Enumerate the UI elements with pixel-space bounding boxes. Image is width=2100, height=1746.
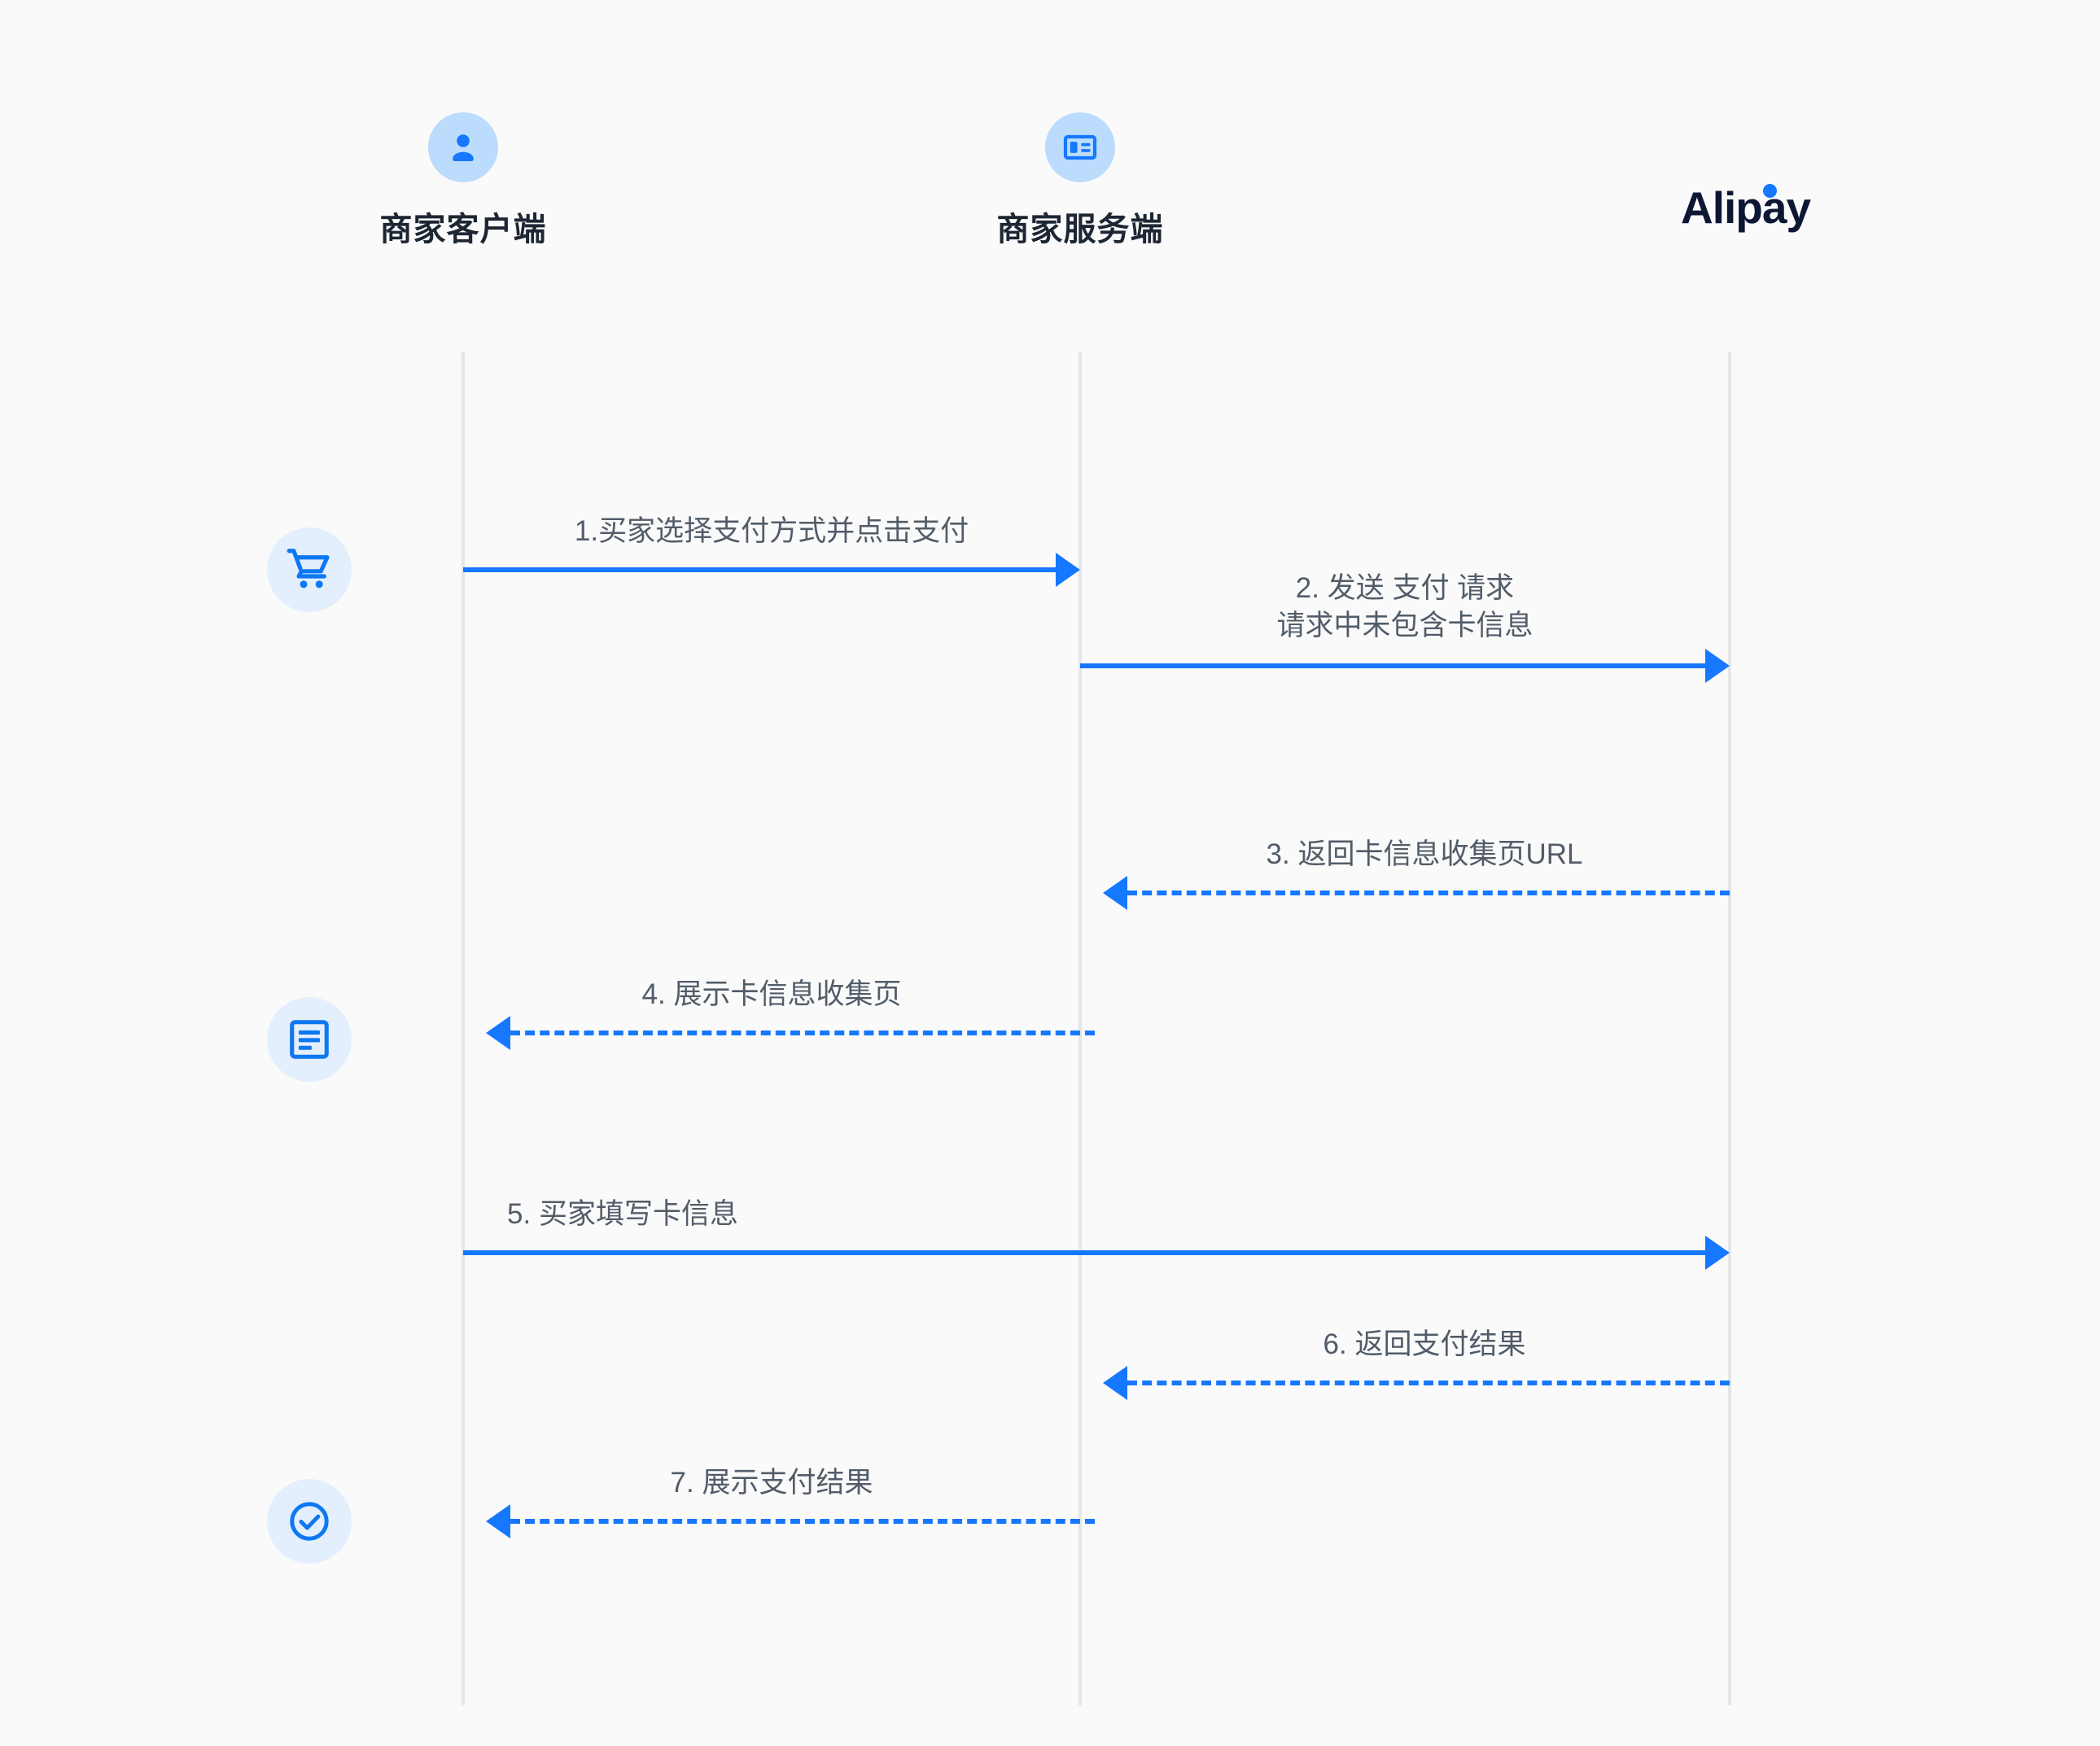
message-2-line-1: 2. 发送 支付 请求 [1295,572,1515,604]
message-1-line-1: 1.买家选择支付方式并点击支付 [574,515,969,547]
message-4-label: 4. 展示卡信息收集页 [642,976,902,1013]
message-5-label: 5. 买家填写卡信息 [507,1196,738,1233]
alipay-logo-dot [1763,184,1777,198]
check-circle-icon [267,1479,352,1564]
actor-merchant-client: 商家客户端 [219,112,707,246]
message-4-line [510,1031,1095,1035]
message-6-label: 6. 返回支付结果 [1323,1326,1526,1363]
message-7-label: 7. 展示支付结果 [671,1464,873,1502]
alipay-logo: Alipay [1681,184,1811,230]
message-5-line-1: 5. 买家填写卡信息 [507,1198,738,1230]
message-7-arrowhead [486,1504,510,1538]
message-4-arrowhead [486,1016,510,1050]
message-5-arrowhead [1705,1236,1730,1270]
message-3-line [1127,891,1730,895]
message-3-line-1: 3. 返回卡信息收集页URL [1266,838,1583,870]
message-6-arrowhead [1103,1366,1127,1400]
message-1-label: 1.买家选择支付方式并点击支付 [575,513,969,550]
message-2-line [1080,663,1705,668]
user-icon [428,112,498,182]
actor-merchant-server: 商家服务端 [836,112,1324,246]
message-1-line [463,567,1056,572]
actor-label: 商家客户端 [379,212,547,247]
message-3-arrowhead [1103,876,1127,910]
lifeline-merchant-client [462,352,465,1705]
document-form-icon [267,997,352,1082]
message-7-line-1: 7. 展示支付结果 [670,1467,873,1499]
message-6-line [1127,1381,1730,1385]
message-1-arrowhead [1056,553,1080,587]
id-card-icon [1045,112,1115,182]
lifeline-merchant-server [1078,352,1082,1705]
message-4-line-1: 4. 展示卡信息收集页 [641,978,902,1010]
shopping-cart-icon [267,527,352,612]
message-7-line [510,1519,1095,1524]
message-3-label: 3. 返回卡信息收集页URL [1267,836,1583,873]
message-2-line-2: 请求中未包含卡信息 [1276,610,1533,642]
actor-label: 商家服务端 [996,212,1164,247]
message-2-arrowhead [1705,649,1730,683]
alipay-wordmark: Alipay [1681,182,1811,233]
message-2-label: 2. 发送 支付 请求 请求中未包含卡信息 [1276,570,1533,645]
lifeline-alipay [1728,352,1731,1705]
message-5-line [463,1250,1705,1255]
message-6-line-1: 6. 返回支付结果 [1323,1328,1526,1360]
